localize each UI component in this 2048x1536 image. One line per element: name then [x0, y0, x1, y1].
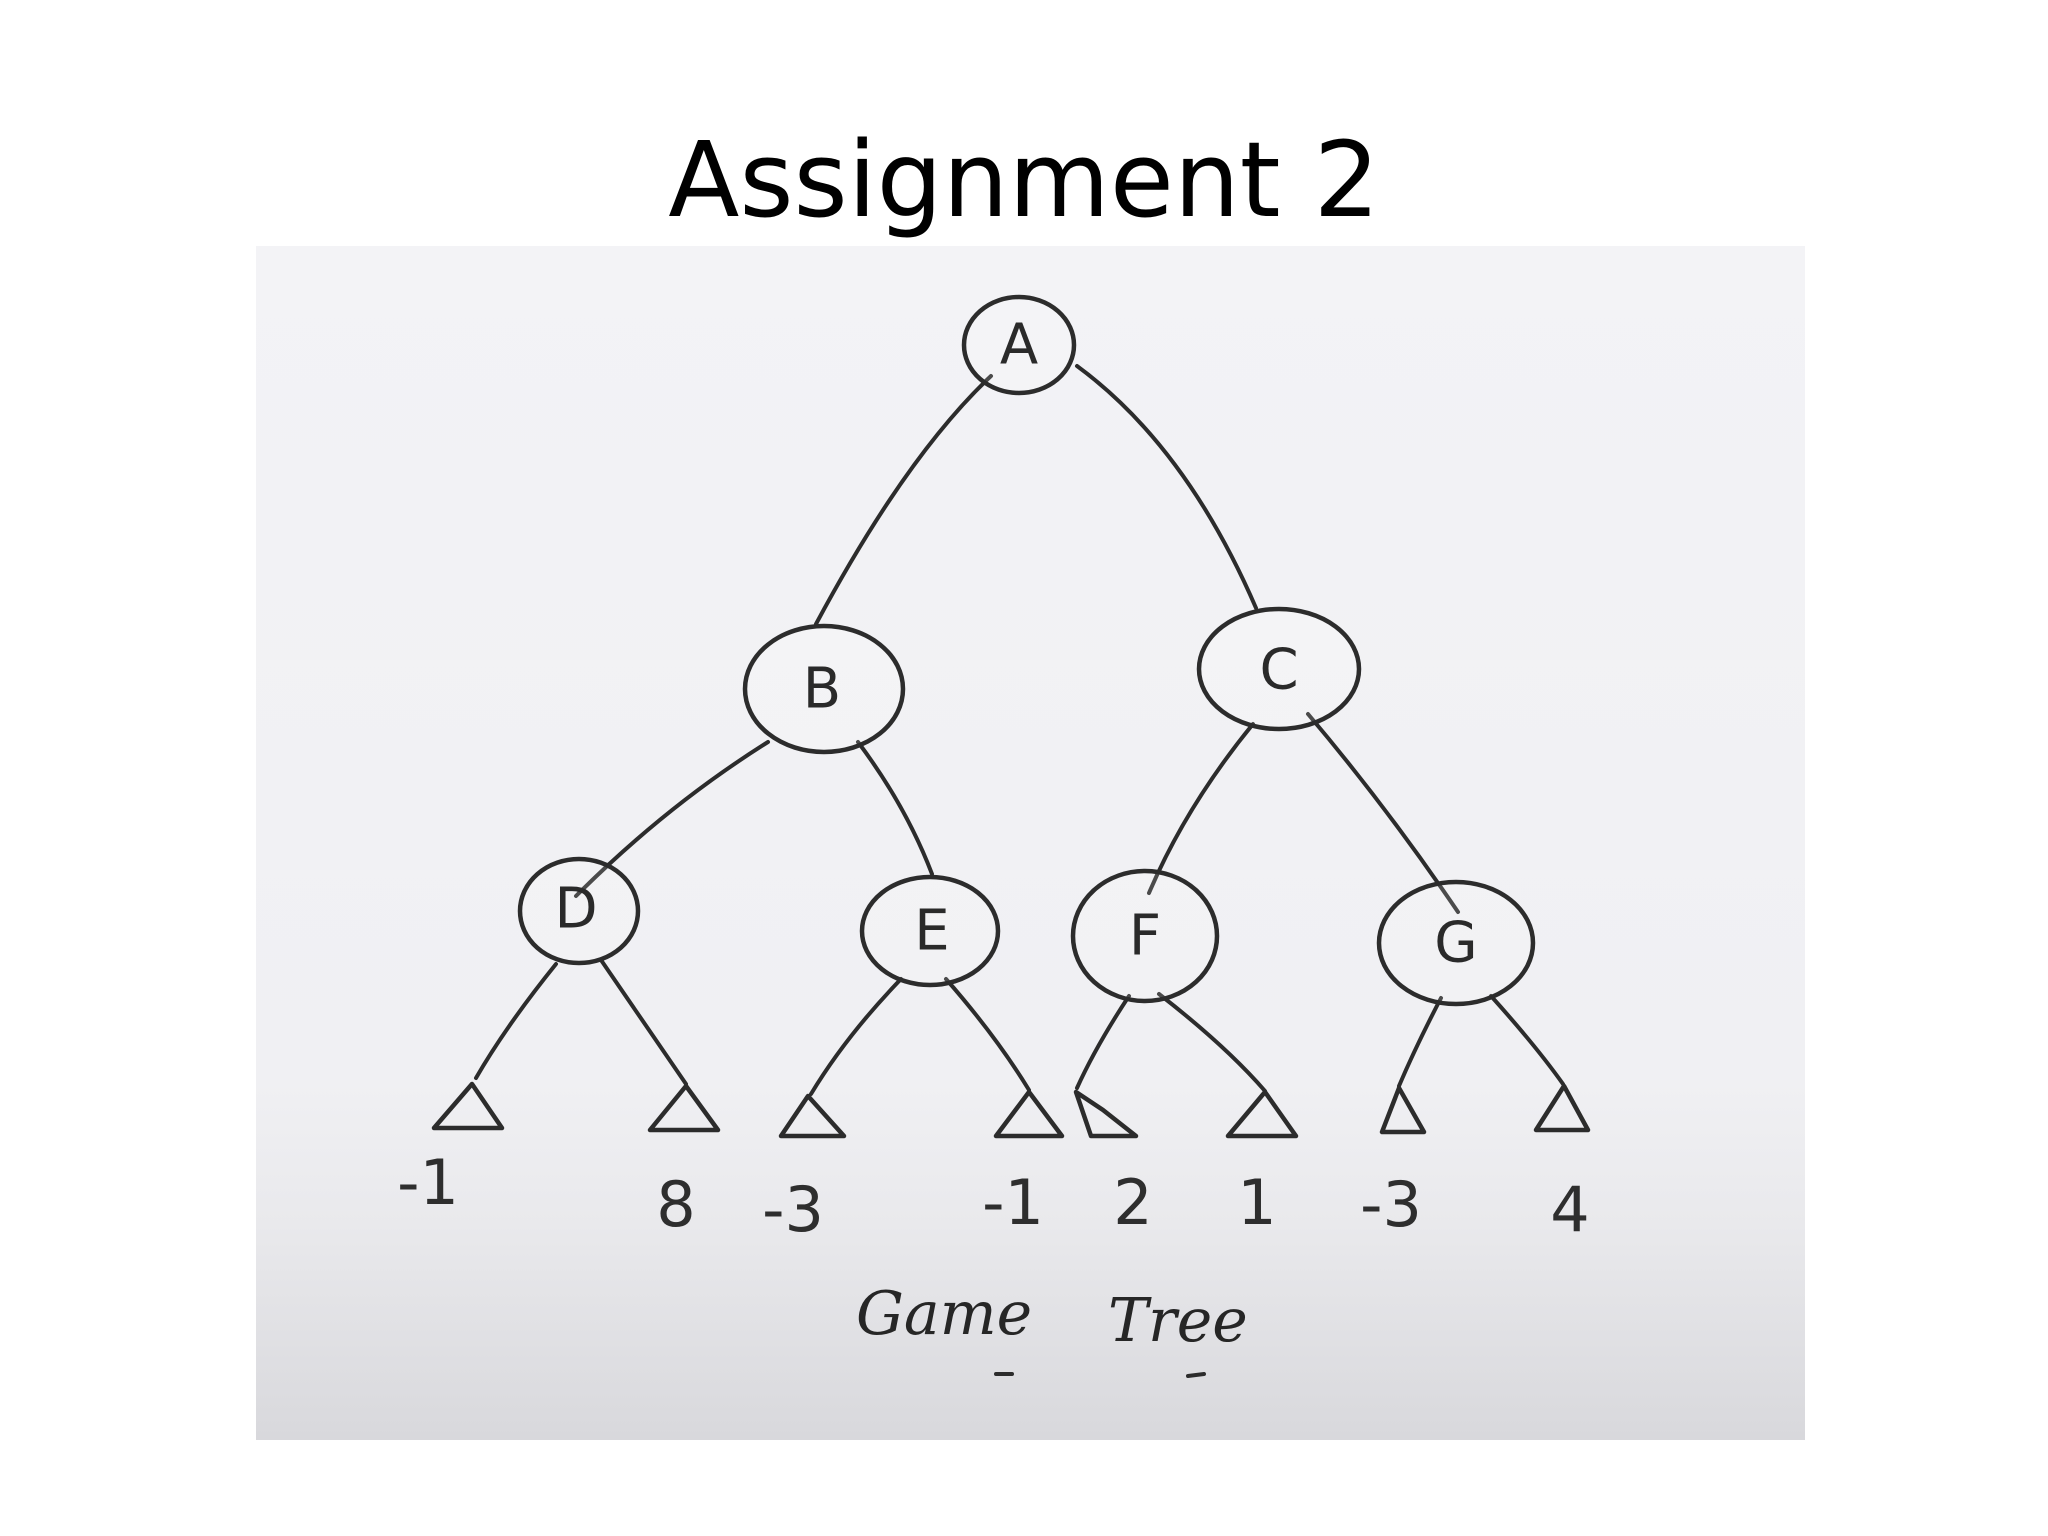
node-E-label: E [914, 899, 949, 964]
edge-A-C [1075, 364, 1258, 610]
node-C-circle [1196, 606, 1362, 732]
edge-F-leaf5 [1075, 994, 1131, 1090]
node-C: C [1196, 606, 1362, 732]
leaf-6-value: 1 [1237, 1166, 1276, 1239]
leaf-6-triangle [1225, 1089, 1299, 1139]
edge-B-D [574, 740, 770, 898]
node-A: A [961, 294, 1077, 396]
node-G-circle [1376, 879, 1536, 1007]
edge-E-leaf3 [809, 977, 903, 1096]
edge-C-G [1306, 712, 1460, 914]
node-E: E [859, 874, 1001, 988]
leaf-5-value: 2 [1113, 1166, 1152, 1239]
leaf-5-triangle [1073, 1089, 1139, 1139]
game-tree-photo: A B C D E F G [256, 246, 1805, 1440]
game-tree-diagram: A B C D E F G [397, 294, 1591, 1378]
node-B-label: B [803, 657, 841, 722]
node-A-label: A [1000, 313, 1038, 378]
edge-E-leaf4 [944, 977, 1031, 1092]
edge-C-F [1147, 722, 1255, 895]
leaf-3-triangle [778, 1093, 847, 1139]
edge-B-E [856, 740, 934, 876]
node-B: B [742, 623, 906, 755]
edge-F-leaf6 [1157, 992, 1267, 1093]
leaf-1-triangle [431, 1081, 505, 1131]
caption-underline-tree [1186, 1372, 1206, 1378]
edge-G-leaf7 [1397, 996, 1443, 1088]
edge-G-leaf8 [1489, 994, 1565, 1086]
edge-A-B [814, 374, 993, 626]
leaf-8-triangle [1533, 1083, 1591, 1133]
caption-word-game: Game [856, 1279, 1032, 1349]
node-D-circle [517, 856, 641, 966]
node-B-circle [742, 623, 906, 755]
leaf-8-value: 4 [1550, 1173, 1589, 1246]
caption-word-tree: Tree [1108, 1286, 1248, 1356]
leaf-7-triangle [1379, 1085, 1427, 1135]
node-F: F [1070, 868, 1220, 1004]
leaf-2-triangle [647, 1083, 721, 1133]
slide-title: Assignment 2 [668, 119, 1380, 241]
tree-edges [474, 364, 1565, 1096]
edge-D-leaf2 [599, 958, 688, 1086]
leaf-4-value: -1 [982, 1166, 1044, 1239]
node-F-circle [1070, 868, 1220, 1004]
leaf-2-value: 8 [656, 1168, 695, 1241]
node-A-circle [961, 294, 1077, 396]
leaf-triangles [431, 1081, 1591, 1139]
node-G: G [1376, 879, 1536, 1007]
node-F-label: F [1129, 904, 1161, 969]
leaf-4-triangle [993, 1089, 1065, 1139]
node-D-label: D [554, 877, 597, 942]
node-E-circle [859, 874, 1001, 988]
node-G-label: G [1434, 911, 1477, 976]
leaf-1-value: -1 [397, 1146, 459, 1219]
leaf-7-value: -3 [1360, 1168, 1422, 1241]
node-C-label: C [1259, 638, 1298, 703]
diagram-caption: Game Tree [856, 1279, 1248, 1378]
leaf-values: -1 8 -3 -1 2 1 -3 4 [397, 1146, 1590, 1246]
edge-D-leaf1 [474, 962, 558, 1080]
node-D: D [517, 856, 641, 966]
leaf-3-value: -3 [762, 1173, 824, 1246]
